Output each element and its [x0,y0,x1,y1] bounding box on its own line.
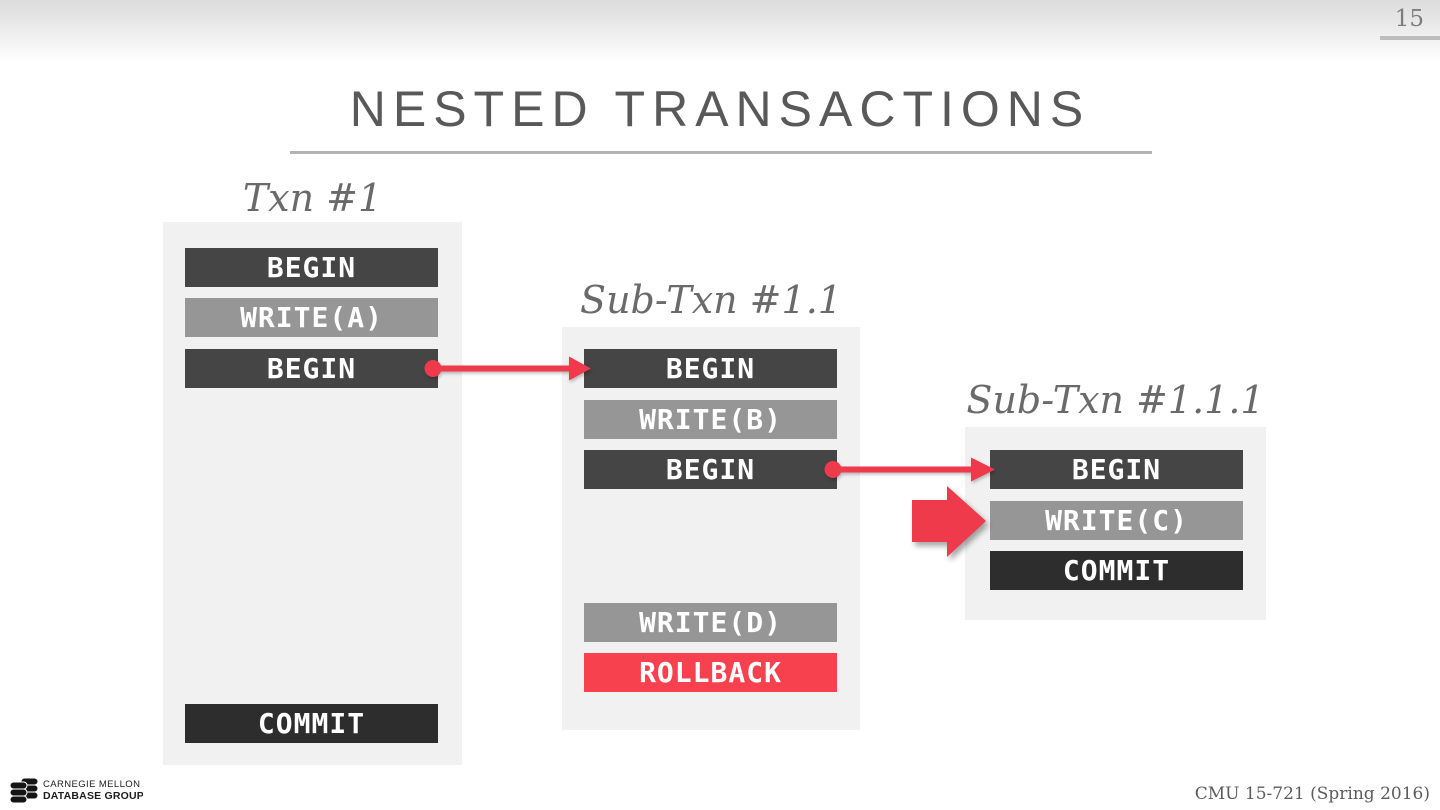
sub111-op-begin: BEGIN [990,450,1243,489]
title-underline [290,151,1152,154]
sub11-op-write-d: WRITE(D) [584,603,837,642]
sub-txn-1-1-box: BEGIN WRITE(B) BEGIN WRITE(D) ROLLBACK [562,327,860,730]
sub-txn-1-1-1-label: Sub-Txn #1.1.1 [966,378,1265,422]
txn1-op-commit: COMMIT [185,704,438,743]
logo-line1: CARNEGIE MELLON [43,779,140,790]
sub11-op-begin-outer: BEGIN [584,349,837,388]
slide-title: NESTED TRANSACTIONS [349,81,1091,137]
txn1-label: Txn #1 [242,176,383,220]
sub11-op-write-b: WRITE(B) [584,400,837,439]
sub11-op-begin-nested: BEGIN [584,450,837,489]
txn1-box: BEGIN WRITE(A) BEGIN COMMIT [163,222,462,765]
sub-txn-1-1-label: Sub-Txn #1.1 [580,278,842,322]
database-cylinders-icon [9,777,39,804]
sub-txn-1-1-1-box: BEGIN WRITE(C) COMMIT [965,427,1266,620]
txn1-op-begin-outer: BEGIN [185,248,438,287]
txn1-op-write-a: WRITE(A) [185,298,438,337]
cmu-database-group-logo: CARNEGIE MELLON DATABASE GROUP [9,777,143,804]
txn1-op-begin-nested: BEGIN [185,349,438,388]
page-number-underline [1380,36,1440,40]
logo-line2: DATABASE GROUP [43,790,143,802]
sub11-op-rollback: ROLLBACK [584,653,837,692]
sub111-op-write-c: WRITE(C) [990,501,1243,540]
sub111-op-commit: COMMIT [990,551,1243,590]
page-number: 15 [1394,6,1424,32]
footer-credit: CMU 15-721 (Spring 2016) [1194,784,1430,804]
top-gradient-band [0,0,1440,62]
